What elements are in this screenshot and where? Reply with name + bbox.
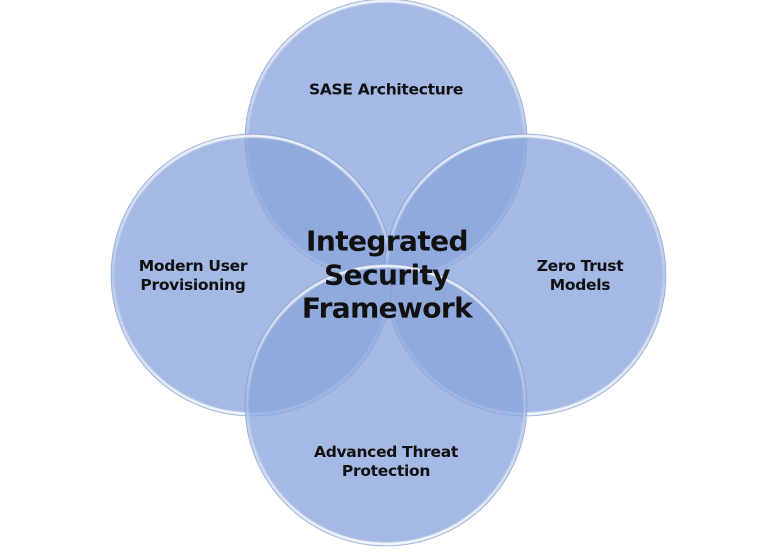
center-title: Integrated Security Framework	[301, 224, 473, 326]
label-right-line-2: Models	[549, 276, 611, 294]
label-bottom-line-1: Advanced Threat	[313, 443, 459, 462]
label-right-line-1: Zero Trust	[536, 257, 624, 276]
label-top-line-1: SASE Architecture	[308, 80, 464, 99]
center-title-line-2: Security	[324, 258, 451, 292]
label-right: Zero Trust Models	[537, 257, 624, 295]
center-title-line-3: Framework	[301, 291, 473, 325]
center-title-line-1: Integrated	[306, 224, 469, 258]
circle-bottom	[244, 263, 528, 547]
label-bottom: Advanced Threat Protection	[314, 443, 458, 481]
label-top: SASE Architecture	[309, 81, 463, 100]
label-left-line-2: Provisioning	[140, 276, 246, 294]
label-left: Modern User Provisioning	[138, 257, 248, 295]
label-bottom-line-2: Protection	[341, 462, 431, 480]
label-left-line-1: Modern User	[138, 257, 248, 276]
